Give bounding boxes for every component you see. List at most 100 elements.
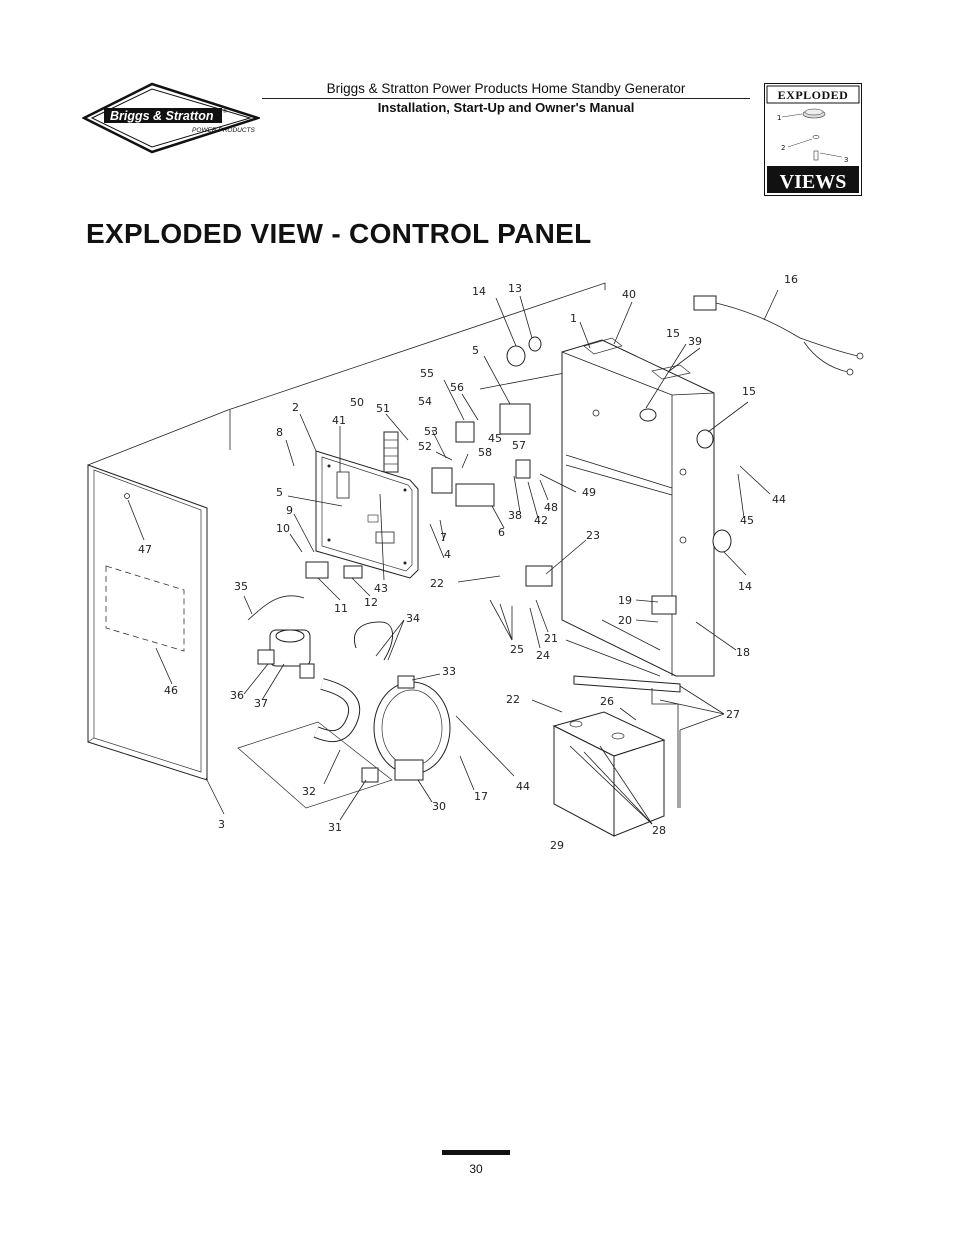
callout-13: 13 <box>508 282 522 295</box>
callout-46: 46 <box>164 684 178 697</box>
mounting-plate <box>315 450 419 579</box>
circuit-board <box>499 403 531 435</box>
bushing-right-upper <box>696 429 714 449</box>
callout-38: 38 <box>508 509 522 522</box>
callout-42: 42 <box>534 514 548 527</box>
callout-40: 40 <box>622 288 636 301</box>
callout-45-right: 45 <box>740 514 754 527</box>
callout-43: 43 <box>374 582 388 595</box>
callout-1: 1 <box>570 312 577 325</box>
callout-23: 23 <box>586 529 600 542</box>
page-number: 30 <box>469 1162 483 1176</box>
callout-44-regulator: 44 <box>516 780 530 793</box>
exploded-views-badge: EXPLODED VIEWS 1 2 3 <box>764 83 862 196</box>
callout-50: 50 <box>350 396 364 409</box>
logo-brand: Briggs & Stratton <box>110 109 214 123</box>
callout-55: 55 <box>420 367 434 380</box>
callout-31: 31 <box>328 821 342 834</box>
battery <box>552 711 666 837</box>
callout-37: 37 <box>254 697 268 710</box>
callout-25: 25 <box>510 643 524 656</box>
callout-36: 36 <box>230 689 244 702</box>
callout-29: 29 <box>550 839 564 852</box>
callout-20: 20 <box>618 614 632 627</box>
callout-22-charger: 22 <box>430 577 444 590</box>
callout-35: 35 <box>234 580 248 593</box>
callout-33: 33 <box>442 665 456 678</box>
callout-9: 9 <box>286 504 293 517</box>
callout-18: 18 <box>736 646 750 659</box>
callout-28: 28 <box>652 824 666 837</box>
callout-26: 26 <box>600 695 614 708</box>
elbow-fitting <box>397 675 415 689</box>
battery-charger <box>525 565 553 587</box>
header-subtitle: Installation, Start-Up and Owner's Manua… <box>377 100 635 115</box>
callout-5-board: 5 <box>472 344 479 357</box>
callout-12: 12 <box>364 596 378 609</box>
callout-48: 48 <box>544 501 558 514</box>
callout-41: 41 <box>332 414 346 427</box>
callout-58: 58 <box>478 446 492 459</box>
callout-56: 56 <box>450 381 464 394</box>
callout-16: 16 <box>784 273 798 286</box>
plug-top <box>528 336 542 352</box>
callout-24: 24 <box>536 649 550 662</box>
registered-mark: ® <box>223 108 227 115</box>
briggs-stratton-logo: Briggs & Stratton ® POWER PRODUCTS <box>82 82 260 154</box>
jumper-wire <box>247 595 305 621</box>
grommet <box>639 408 657 422</box>
callout-15-right: 15 <box>742 385 756 398</box>
callout-27: 27 <box>726 708 740 721</box>
callout-6: 6 <box>498 526 505 539</box>
switch <box>305 561 329 579</box>
header-title: Briggs & Stratton Power Products Home St… <box>326 81 686 96</box>
callout-47: 47 <box>138 543 152 556</box>
callout-22-battery: 22 <box>506 693 520 706</box>
circuit-breaker <box>455 483 495 507</box>
gas-valve <box>257 629 315 679</box>
callout-52: 52 <box>418 440 432 453</box>
callout-15-top: 15 <box>666 327 680 340</box>
header-divider <box>262 98 750 99</box>
callout-39: 39 <box>688 335 702 348</box>
callout-32: 32 <box>302 785 316 798</box>
callout-19: 19 <box>618 594 632 607</box>
badge-top-word: EXPLODED <box>778 88 849 102</box>
callout-49: 49 <box>582 486 596 499</box>
callout-14-right: 14 <box>738 580 752 593</box>
terminal-block <box>383 431 399 473</box>
badge-bottom-word: VIEWS <box>780 171 847 193</box>
page-heading: EXPLODED VIEW - CONTROL PANEL <box>86 218 592 249</box>
callout-57: 57 <box>512 439 526 452</box>
callout-3: 3 <box>218 818 225 831</box>
callout-11: 11 <box>334 602 348 615</box>
fuse <box>343 565 363 579</box>
control-module <box>431 467 453 494</box>
badge-callout-3: 3 <box>844 156 848 164</box>
callout-45-top: 45 <box>488 432 502 445</box>
bracket <box>651 595 677 615</box>
fitting <box>361 767 379 783</box>
callout-54: 54 <box>418 395 432 408</box>
logo-tagline: POWER PRODUCTS <box>192 127 256 134</box>
callout-8: 8 <box>276 426 283 439</box>
callout-30: 30 <box>432 800 446 813</box>
fuse-holder <box>515 459 531 479</box>
footer-bar <box>442 1150 510 1155</box>
callout-5-plate: 5 <box>276 486 283 499</box>
wire-harness <box>693 295 864 376</box>
callout-44-right: 44 <box>772 493 786 506</box>
front-door-panel <box>87 464 208 781</box>
battery-strap <box>573 675 681 693</box>
gas-regulator <box>373 681 451 781</box>
callout-14-top: 14 <box>472 285 486 298</box>
relay <box>455 421 475 443</box>
callout-4: 4 <box>444 548 451 561</box>
callout-53: 53 <box>424 425 438 438</box>
bushing-right-lower <box>712 529 732 553</box>
callout-17: 17 <box>474 790 488 803</box>
badge-callout-2: 2 <box>781 144 785 152</box>
callout-51: 51 <box>376 402 390 415</box>
bushing-top <box>506 345 526 367</box>
